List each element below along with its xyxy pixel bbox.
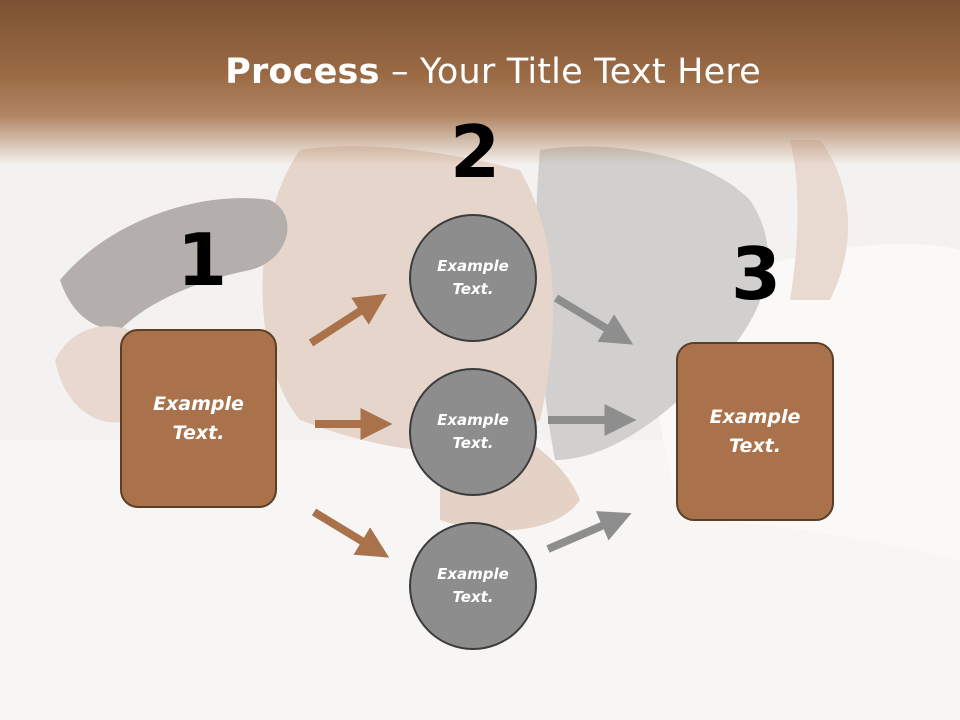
arrow-1-to-top	[308, 293, 387, 347]
header-band	[0, 0, 960, 165]
step-box-3-label: Example Text.	[709, 405, 801, 457]
step-number-3: 3	[731, 232, 782, 316]
circle-top-label: Example Text.	[437, 257, 509, 298]
process-circle-bottom: Example Text.	[409, 522, 537, 650]
title-rest: – Your Title Text Here	[379, 52, 761, 92]
arrow-1-to-bottom	[311, 508, 390, 558]
step-number-1: 1	[177, 218, 228, 302]
step-box-1: Example Text.	[120, 329, 277, 508]
arrow-top-to-3	[553, 294, 634, 345]
arrow-bottom-to-3	[546, 511, 632, 553]
slide-title: Process – Your Title Text Here	[0, 52, 960, 92]
step-box-1-label: Example Text.	[153, 392, 244, 444]
title-bold: Process	[225, 52, 380, 92]
circle-middle-label: Example Text.	[437, 411, 509, 452]
step-box-3: Example Text.	[676, 342, 834, 521]
step-number-2: 2	[450, 110, 501, 194]
process-circle-top: Example Text.	[409, 214, 537, 342]
process-circle-middle: Example Text.	[409, 368, 537, 496]
circle-bottom-label: Example Text.	[437, 565, 509, 606]
